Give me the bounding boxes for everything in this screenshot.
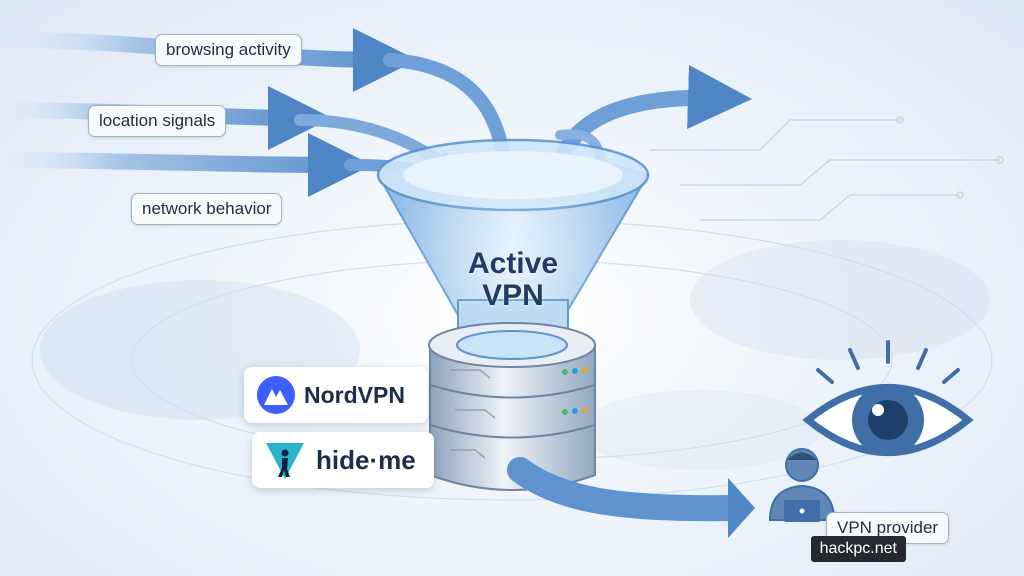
arrow-to-provider-head [728,478,755,538]
nordvpn-card: NordVPN [244,367,428,423]
world-map-background [40,240,990,470]
nordvpn-label: NordVPN [304,381,405,408]
server-stack-icon [428,322,596,491]
server-status-lights [562,367,588,415]
nordvpn-logo-icon [257,376,295,414]
label-browsing-activity: browsing activity [155,34,302,66]
circuit-traces [650,116,1004,221]
hideme-logo-icon [266,443,304,479]
label-network-behavior: network behavior [131,193,283,225]
funnel-title-line1: Active [467,247,559,280]
eye-icon [802,340,974,456]
arrow-network [0,132,372,197]
funnel-icon [376,138,650,355]
hideme-label: hide·me [316,444,416,475]
hideme-card: hide·me [252,432,434,488]
watermark: hackpc.net [810,536,906,562]
person-laptop-icon [768,448,836,522]
funnel-title-line2: VPN [482,278,544,312]
label-location-signals: location signals [88,105,227,137]
arrow-to-provider [507,457,748,522]
funnel-title: Active VPN [413,248,613,311]
